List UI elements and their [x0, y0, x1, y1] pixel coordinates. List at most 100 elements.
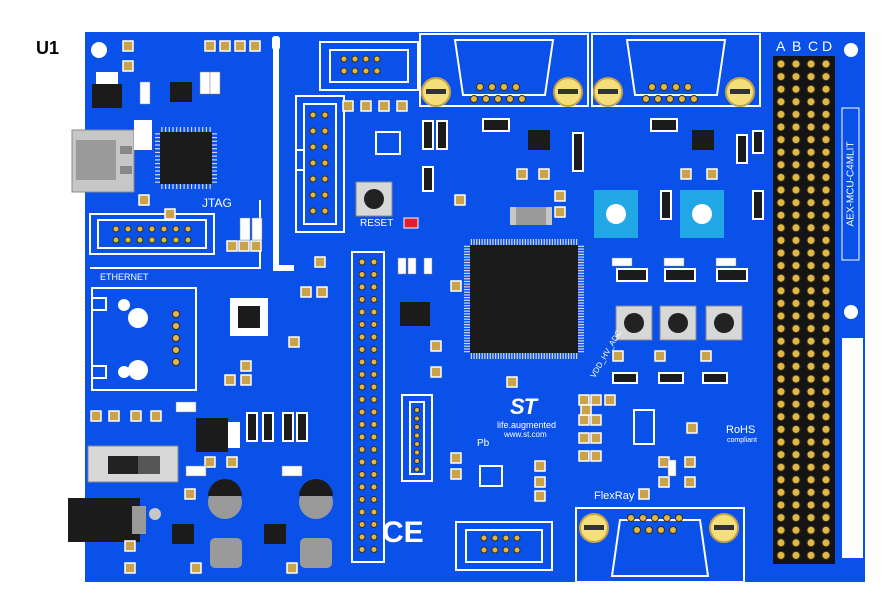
header-pin: [776, 223, 786, 233]
chip-leg: [578, 345, 584, 347]
chip-leg: [473, 239, 475, 245]
jtag-header-body: [97, 219, 207, 249]
header-pin: [358, 496, 366, 503]
header-pin: [791, 210, 801, 220]
header-pin: [806, 273, 816, 283]
pad: [226, 240, 238, 252]
pad: [360, 100, 372, 112]
header-pin: [791, 84, 801, 94]
chip-leg: [519, 353, 521, 359]
header-pin: [806, 235, 816, 245]
chip-leg: [578, 261, 584, 264]
chip-leg: [578, 334, 584, 337]
header-pin: [414, 432, 420, 439]
chip-leg: [578, 297, 584, 299]
header-bottom-pins: [480, 534, 521, 554]
header-pin: [414, 415, 420, 422]
header-pin: [821, 248, 831, 258]
header-pin: [806, 437, 816, 447]
chip-leg: [481, 239, 483, 245]
header-pin: [136, 236, 144, 244]
chip-leg: [212, 181, 217, 183]
chip-leg: [464, 334, 470, 337]
soic-chip-3: [692, 130, 714, 150]
chip-leg: [464, 256, 470, 258]
soic-chip-6: [479, 465, 503, 487]
header-pin: [776, 298, 786, 308]
header-pin: [513, 546, 521, 554]
chip-leg: [464, 270, 470, 272]
smd-part: [611, 257, 633, 267]
header-pin: [806, 450, 816, 460]
header-pin: [791, 160, 801, 170]
header-pin: [362, 67, 370, 75]
chip-leg: [202, 127, 204, 132]
pad: [686, 422, 698, 434]
chip-leg: [464, 342, 470, 345]
main-mcu-pins: [464, 239, 584, 359]
header-pin: [776, 261, 786, 271]
chip-leg: [516, 353, 518, 359]
header-pin: [806, 261, 816, 271]
chip-leg: [559, 239, 562, 245]
header-pin: [309, 191, 317, 199]
chip-leg: [578, 278, 584, 280]
pad: [554, 206, 566, 218]
header-pin: [791, 412, 801, 422]
power-jack: [68, 498, 140, 542]
db9-pin: [470, 95, 478, 103]
chip-leg: [522, 353, 524, 359]
header-long-pins: [358, 258, 378, 553]
ten-year-label: 10: [730, 393, 744, 407]
pad: [450, 452, 462, 464]
header-pin: [791, 122, 801, 132]
chip-leg: [176, 127, 178, 132]
chip-leg: [495, 239, 497, 245]
connector-column-d: D: [822, 38, 833, 54]
db9-pin: [672, 83, 680, 91]
chip-leg: [524, 239, 526, 245]
header-pin: [821, 147, 831, 157]
header-pin: [776, 487, 786, 497]
pad: [534, 490, 546, 502]
db9-pin: [666, 95, 674, 103]
db9-pin: [639, 514, 647, 522]
regulator-bottom: [196, 418, 228, 452]
header-pin: [806, 336, 816, 346]
header-pin: [791, 286, 801, 296]
chip-leg: [578, 348, 584, 350]
header-pin: [821, 324, 831, 334]
header-pin: [358, 258, 366, 266]
chip-leg: [565, 239, 567, 245]
header-pin: [358, 433, 366, 441]
header-pin: [370, 521, 378, 528]
usb-mcu-chip: [160, 132, 212, 184]
header-pin: [791, 72, 801, 82]
chip-leg: [179, 184, 182, 189]
led-red: [403, 217, 419, 229]
chip-leg: [464, 280, 470, 283]
header-pin: [358, 371, 366, 378]
header-top-body: [329, 49, 409, 83]
header-pin: [358, 446, 366, 453]
chip-leg: [209, 184, 211, 189]
silk-corner-mid: [273, 46, 294, 271]
header-pin: [321, 175, 329, 183]
pad: [164, 208, 176, 220]
chip-leg: [464, 307, 470, 310]
jumper-cap: [718, 270, 746, 280]
header-pin: [321, 111, 329, 119]
chip-leg: [578, 275, 584, 277]
header-pin: [776, 122, 786, 132]
header-pin: [791, 298, 801, 308]
chip-leg: [578, 305, 584, 307]
header-pin: [370, 296, 378, 303]
chip-leg: [527, 239, 529, 245]
header-pin: [502, 534, 510, 542]
header-pin: [776, 399, 786, 409]
header-pin: [791, 513, 801, 523]
header-pin: [821, 412, 831, 422]
header-pin: [791, 525, 801, 535]
header-top-pins: [340, 55, 381, 75]
header-pin: [358, 421, 366, 428]
